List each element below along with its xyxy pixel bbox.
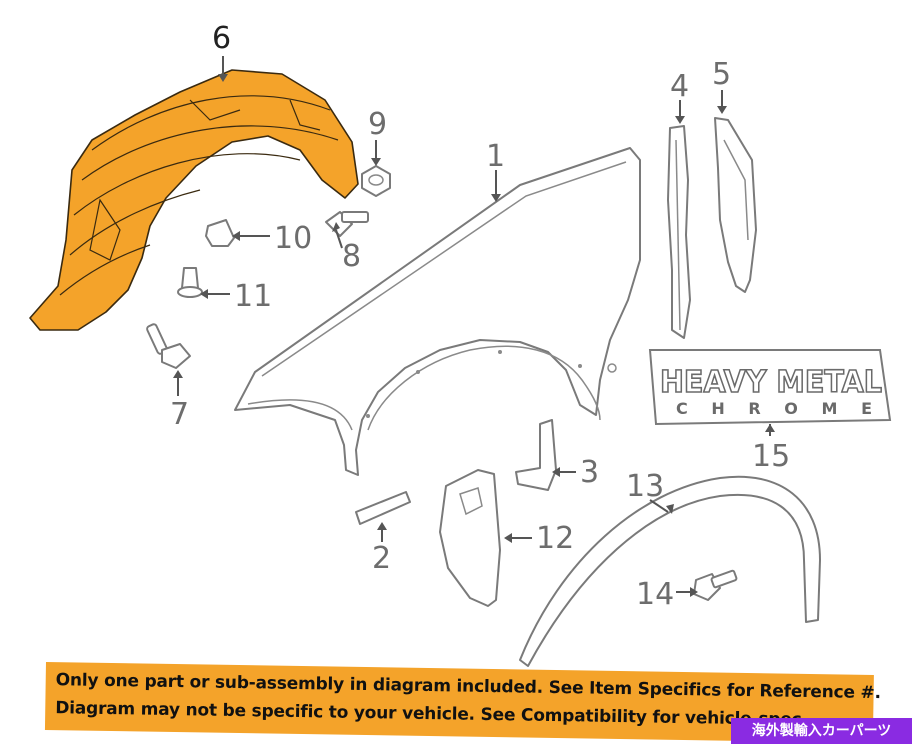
- bracket-part-3: [515, 419, 557, 491]
- shop-badge: 海外製輸入カーパーツ: [731, 718, 912, 744]
- bolt-part-7: [146, 323, 191, 369]
- molding-part-13: [519, 475, 821, 667]
- disclaimer-line-1: Only one part or sub-assembly in diagram…: [55, 670, 881, 704]
- callout-6: 6: [212, 21, 231, 56]
- emblem-part-15: HEAVY METAL C H R O M E: [648, 349, 892, 426]
- emblem-line-1: HEAVY METAL: [660, 365, 882, 400]
- callout-15: 15: [752, 439, 790, 474]
- pushpin-part-11: [177, 267, 203, 298]
- callout-13: 13: [626, 469, 664, 504]
- callout-3: 3: [580, 455, 599, 490]
- nut-part-9: [361, 165, 391, 197]
- callout-14: 14: [636, 577, 674, 612]
- seal-part-4: [667, 125, 691, 339]
- trim-part-2: [355, 491, 411, 525]
- bracket-part-5: [714, 117, 757, 293]
- fender-part-1: [234, 147, 641, 476]
- disclaimer-line-2: Diagram may not be specific to your vehi…: [55, 698, 802, 730]
- callout-12: 12: [536, 521, 574, 556]
- callout-9: 9: [368, 107, 387, 142]
- callout-4: 4: [670, 69, 689, 104]
- callout-2: 2: [372, 541, 391, 576]
- callout-10: 10: [274, 221, 312, 256]
- callout-1: 1: [486, 139, 505, 174]
- fender-liner-part-6: [29, 69, 359, 331]
- leader-lines: [173, 56, 775, 597]
- callout-11: 11: [234, 279, 272, 314]
- callout-8: 8: [342, 239, 361, 274]
- clip-part-10: [205, 219, 235, 247]
- mudflap-part-12: [439, 469, 501, 607]
- callout-7: 7: [170, 397, 189, 432]
- bolt-part-14: [693, 569, 738, 601]
- bolt-part-8: [325, 211, 369, 237]
- callout-5: 5: [712, 57, 731, 92]
